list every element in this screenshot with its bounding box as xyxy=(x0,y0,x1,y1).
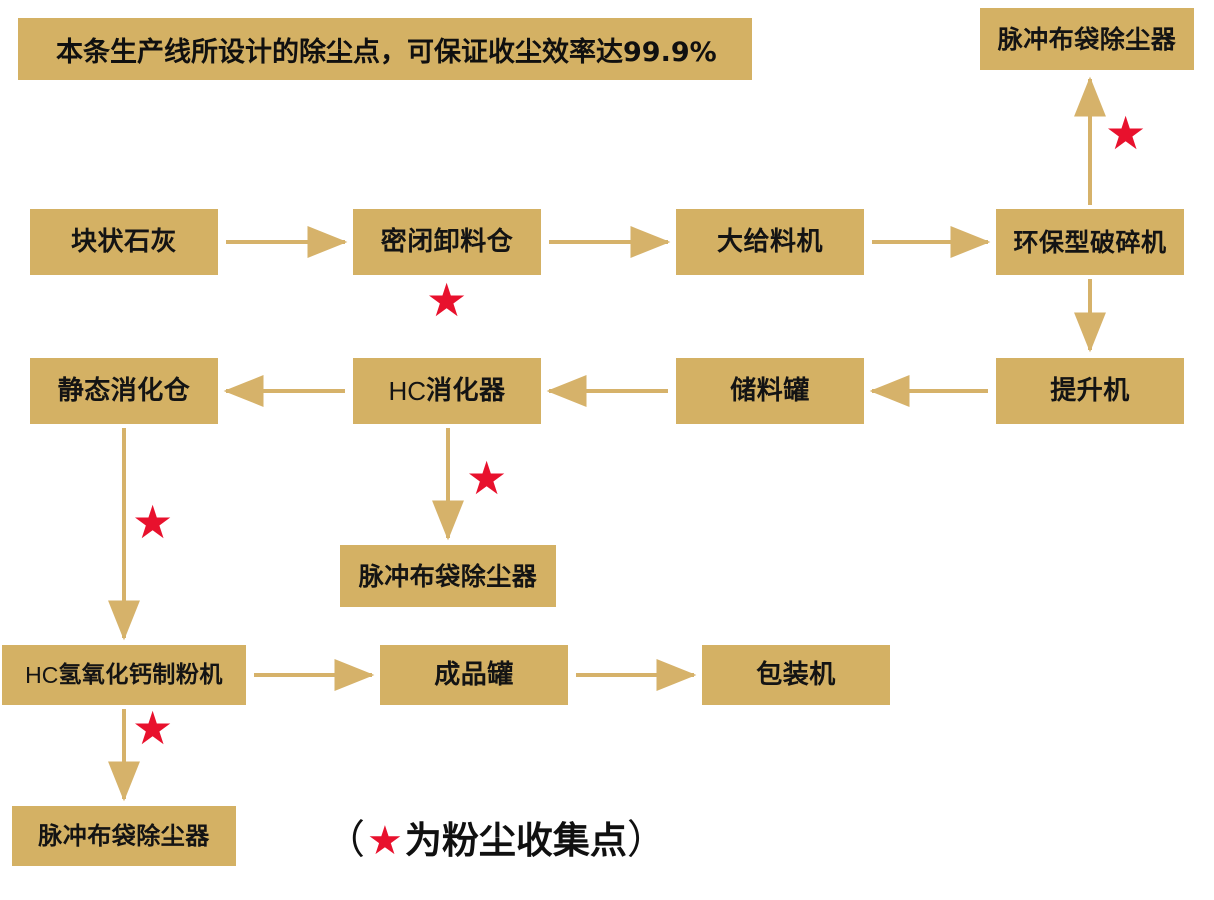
node-packing-machine[interactable]: 包装机 xyxy=(702,645,890,705)
node-elevator[interactable]: 提升机 xyxy=(996,358,1184,424)
red-star-icon: ★ xyxy=(426,273,468,327)
red-star-icon: ★ xyxy=(1105,106,1147,160)
title-banner-text: 本条生产线所设计的除尘点，可保证收尘效率达99.9% xyxy=(56,36,717,68)
node-eco-crusher[interactable]: 环保型破碎机 xyxy=(996,209,1184,275)
node-lump-lime[interactable]: 块状石灰 xyxy=(30,209,218,275)
node-label: 静态消化仓 xyxy=(57,376,191,406)
node-label: 密闭卸料仓 xyxy=(380,227,514,257)
node-label: 脉冲布袋除尘器 xyxy=(997,24,1177,54)
legend-close-paren: ） xyxy=(626,817,667,863)
red-star-icon: ★ xyxy=(466,451,508,505)
legend-open-paren: （ xyxy=(325,817,365,863)
red-star-icon: ★ xyxy=(367,818,403,864)
node-storage-tank[interactable]: 储料罐 xyxy=(676,358,864,424)
node-label: 脉冲布袋除尘器 xyxy=(38,822,210,850)
node-pulse-baghouse-bot[interactable]: 脉冲布袋除尘器 xyxy=(12,806,236,866)
node-static-digest-silo[interactable]: 静态消化仓 xyxy=(30,358,218,424)
node-sealed-unload-bin[interactable]: 密闭卸料仓 xyxy=(353,209,541,275)
node-label: 成品罐 xyxy=(434,660,514,690)
node-label: 包装机 xyxy=(756,660,836,690)
node-label: 提升机 xyxy=(1050,376,1130,406)
node-label-prefix: HC xyxy=(388,376,427,406)
node-label: 环保型破碎机 xyxy=(1013,227,1167,257)
node-label-prefix: HC xyxy=(25,661,59,688)
red-star-icon: ★ xyxy=(132,495,174,549)
node-product-tank[interactable]: 成品罐 xyxy=(380,645,568,705)
red-star-icon: ★ xyxy=(132,701,174,755)
node-label: 氢氧化钙制粉机 xyxy=(58,661,223,688)
legend: （ ★ 为粉尘收集点 ） xyxy=(325,817,667,864)
node-pulse-baghouse-top[interactable]: 脉冲布袋除尘器 xyxy=(980,8,1194,70)
legend-text: 为粉尘收集点 xyxy=(404,818,627,862)
title-banner: 本条生产线所设计的除尘点，可保证收尘效率达99.9% xyxy=(18,18,752,80)
node-label: 消化器 xyxy=(426,376,506,406)
node-label: 大给料机 xyxy=(716,227,823,257)
node-label: 储料罐 xyxy=(730,376,810,406)
node-large-feeder[interactable]: 大给料机 xyxy=(676,209,864,275)
node-label: 块状石灰 xyxy=(70,227,177,257)
node-label: 脉冲布袋除尘器 xyxy=(358,561,538,591)
node-pulse-baghouse-mid[interactable]: 脉冲布袋除尘器 xyxy=(340,545,556,607)
